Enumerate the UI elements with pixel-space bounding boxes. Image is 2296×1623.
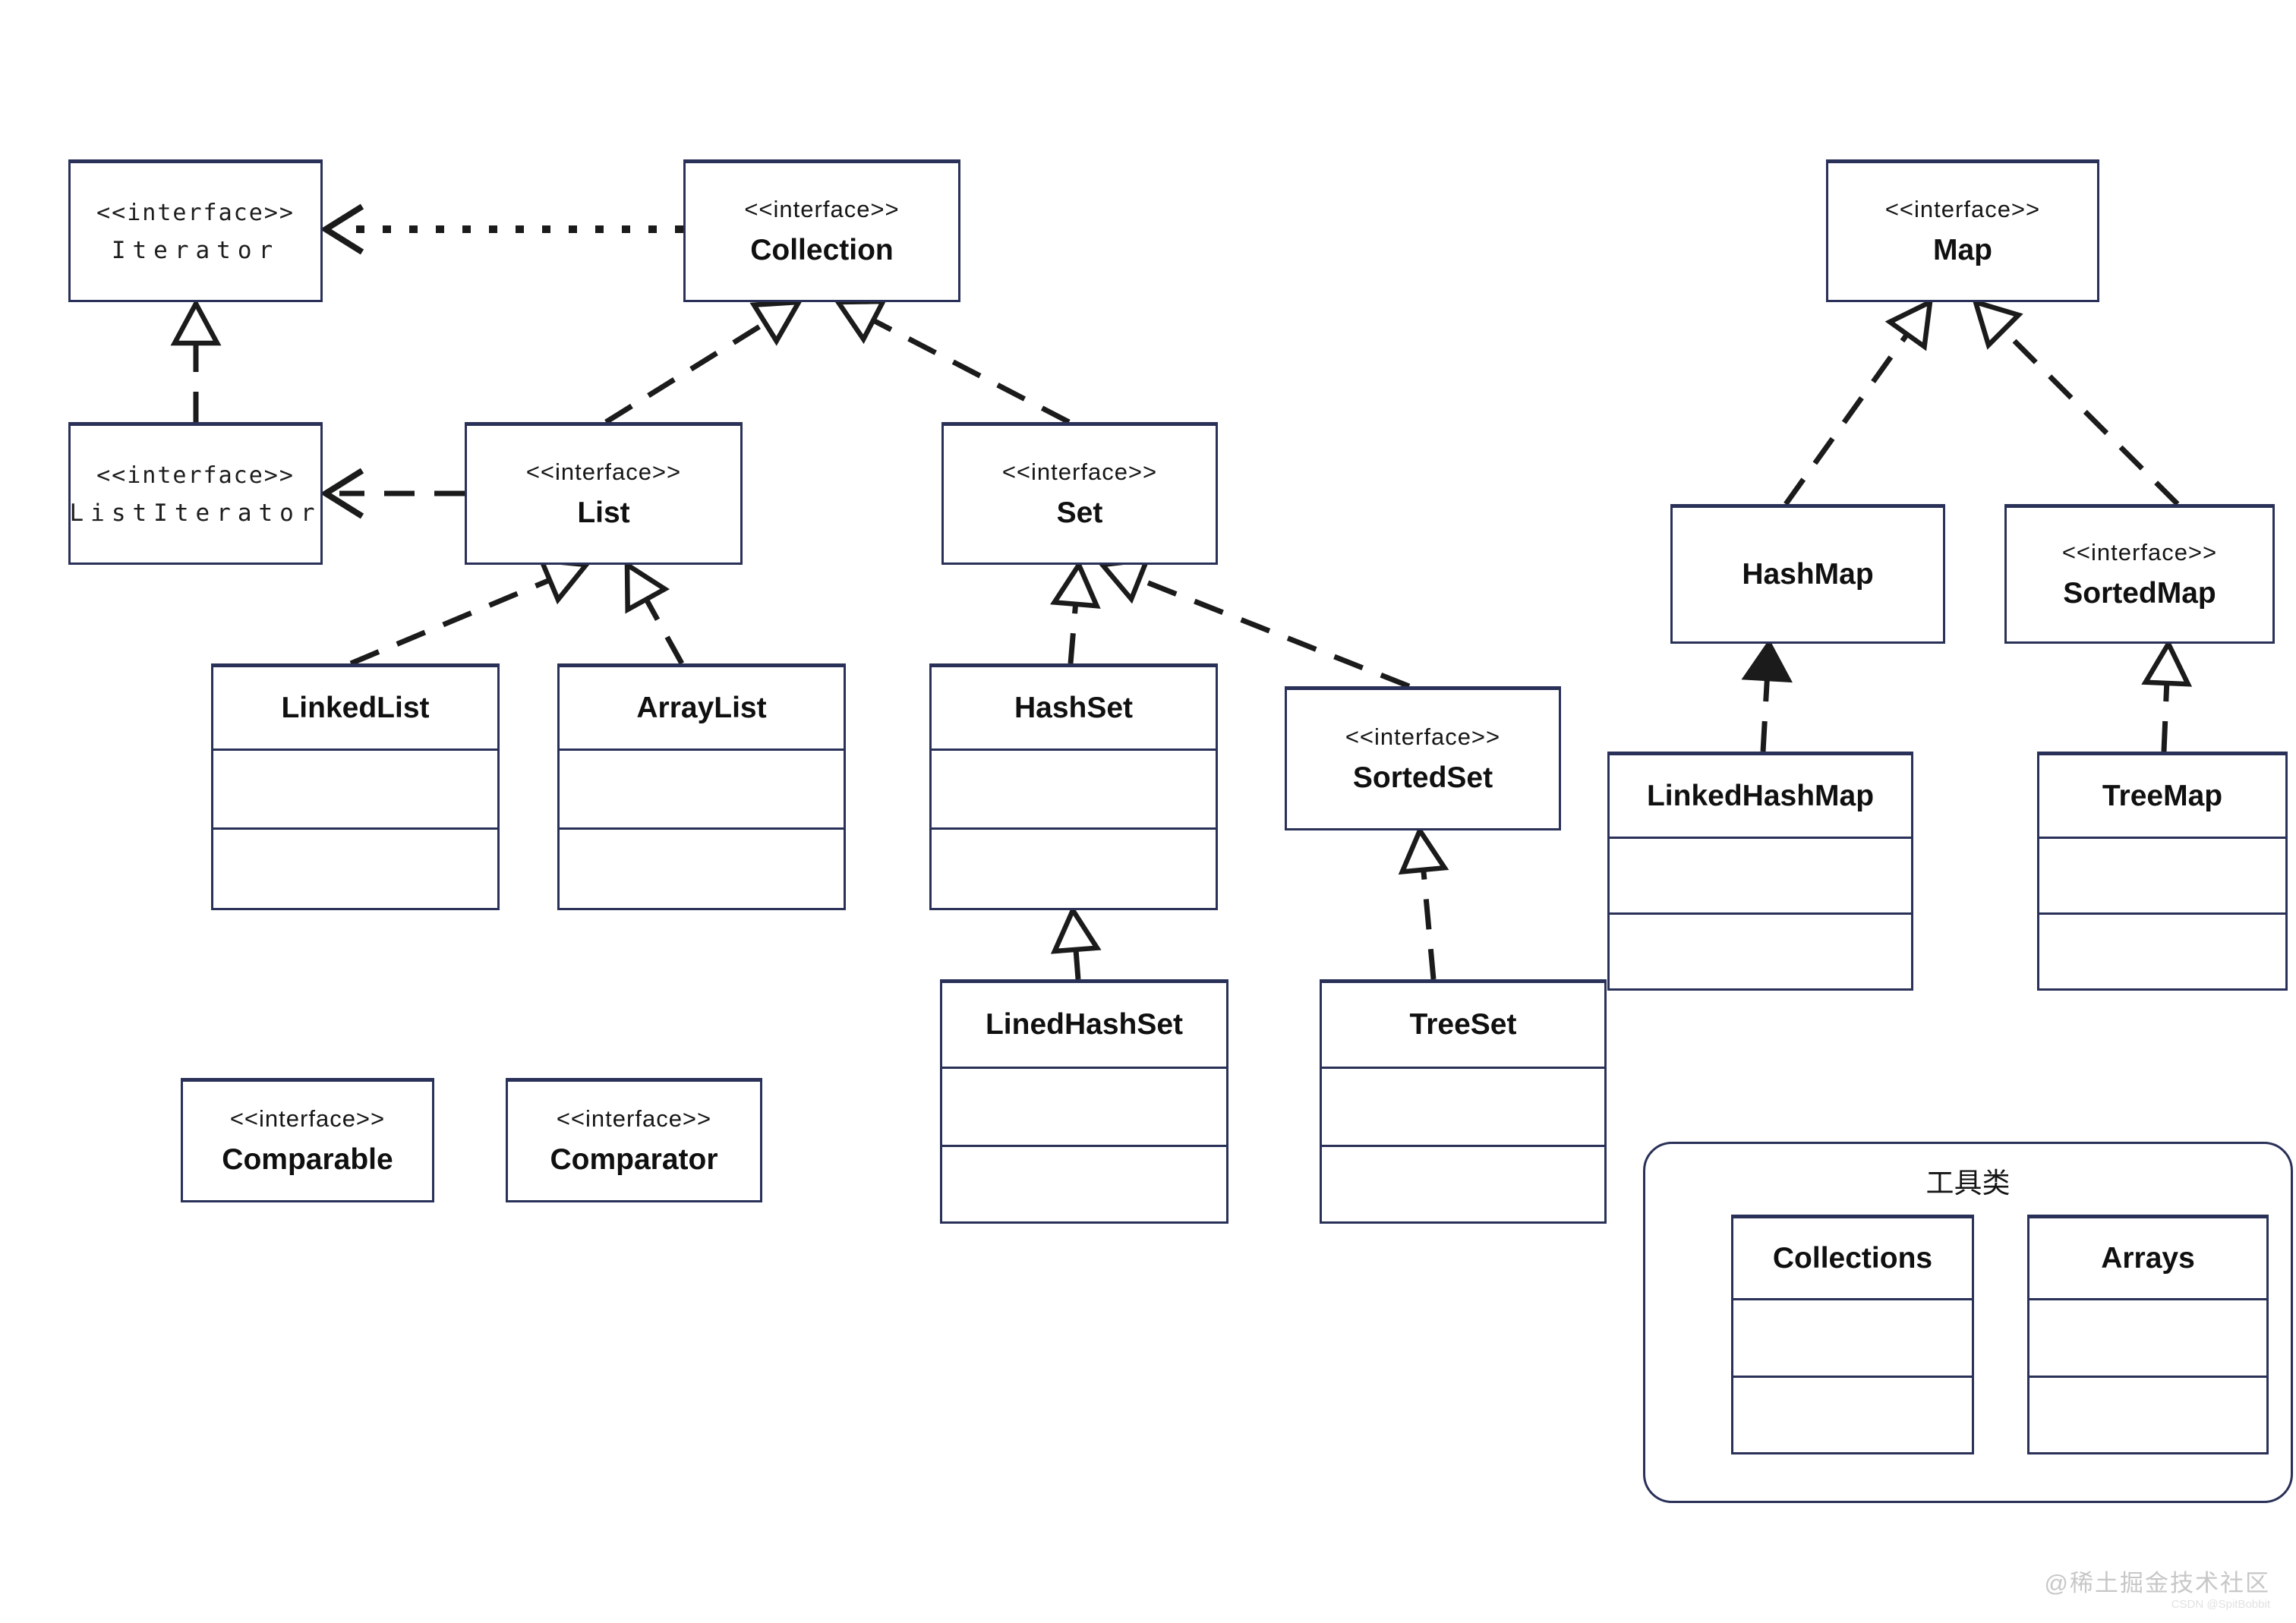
class-name: TreeSet [1409, 1008, 1517, 1041]
class-name: Collections [1772, 1241, 1933, 1275]
class-box-set: <<interface>> Set [941, 422, 1218, 565]
class-box-map: <<interface>> Map [1826, 159, 2099, 302]
methods-compartment [1733, 1376, 1972, 1452]
arrow-line [1073, 949, 1081, 980]
class-name: Map [1933, 234, 1992, 266]
class-box-iterator: <<interface>> Iterator [68, 159, 323, 302]
class-box-treemap: TreeMap [2037, 752, 2288, 991]
class-name: SortedSet [1352, 761, 1493, 794]
class-box-hashmap: HashMap [1670, 504, 1945, 644]
methods-compartment [942, 1145, 1226, 1221]
fields-compartment [1322, 1067, 1604, 1145]
class-box-treeset: TreeSet [1320, 979, 1607, 1224]
hollow-triangle-arrowhead [2141, 638, 2193, 687]
class-box-comparable: <<interface>> Comparable [181, 1078, 434, 1202]
class-box-collection: <<interface>> Collection [683, 159, 960, 302]
class-box-linkedlist: LinkedList [211, 663, 500, 910]
fields-compartment [1733, 1298, 1972, 1376]
class-box-linedhashset: LinedHashSet [940, 979, 1228, 1224]
arrow-line [1068, 604, 1079, 664]
class-name: LinkedList [281, 691, 430, 724]
hollow-triangle-arrowhead [749, 299, 803, 346]
fields-compartment [2039, 837, 2285, 912]
filled-arrowhead [1741, 638, 1793, 683]
watermark: @稀土掘金技术社区 CSDN @SpitBobbit [2045, 1571, 2270, 1611]
fields-compartment [1610, 837, 1911, 912]
class-name: LinkedHashMap [1646, 779, 1875, 812]
hollow-triangle-arrowhead [1884, 298, 1933, 351]
hollow-triangle-arrowhead [624, 560, 670, 614]
class-name: Set [1056, 496, 1103, 529]
arrow-line [2001, 328, 2180, 506]
arrow-line [1760, 678, 1770, 752]
class-name: ArrayList [636, 691, 767, 724]
methods-compartment [1610, 912, 1911, 988]
class-box-linkedhashmap: LinkedHashMap [1607, 752, 1913, 991]
class-name: Comparator [550, 1143, 718, 1176]
methods-compartment [2039, 912, 2285, 988]
class-box-list: <<interface>> List [465, 422, 743, 565]
class-name: List [577, 496, 630, 529]
stereotype-label: <<interface>> [229, 1105, 386, 1132]
stereotype-label: <<interface>> [96, 462, 295, 489]
class-box-sortedmap: <<interface>> SortedMap [2004, 504, 2275, 644]
class-name: Collection [750, 234, 894, 266]
hollow-triangle-arrowhead [1050, 559, 1101, 609]
fields-compartment [213, 748, 497, 827]
stereotype-label: <<interface>> [1001, 459, 1158, 485]
hollow-triangle-arrowhead [170, 298, 222, 346]
class-name: HashSet [1014, 691, 1134, 724]
class-box-comparator: <<interface>> Comparator [506, 1078, 762, 1202]
stereotype-label: <<interface>> [1345, 723, 1501, 750]
methods-compartment [932, 827, 1216, 908]
fields-compartment [932, 748, 1216, 827]
stereotype-label: <<interface>> [96, 199, 295, 226]
class-box-arrays: Arrays [2027, 1215, 2269, 1454]
methods-compartment [2030, 1376, 2266, 1452]
class-name: Arrays [2101, 1241, 2195, 1275]
arrow-line [1421, 869, 1437, 980]
class-name: SortedMap [2063, 577, 2216, 610]
class-name: Iterator [111, 236, 280, 264]
class-box-arraylist: ArrayList [557, 663, 846, 910]
class-name: ListIterator [69, 499, 322, 527]
fields-compartment [942, 1067, 1226, 1145]
open-arrowhead [320, 203, 364, 255]
hollow-triangle-arrowhead [1972, 298, 2023, 350]
arrow-line [644, 597, 685, 665]
class-box-hashset: HashSet [929, 663, 1218, 910]
hollow-triangle-arrowhead [1097, 556, 1151, 604]
class-box-listiterator: <<interface>> ListIterator [68, 422, 323, 565]
hollow-triangle-arrowhead [1050, 905, 1102, 954]
fields-compartment [560, 748, 844, 827]
class-name: LinedHashSet [985, 1008, 1184, 1041]
class-box-sortedset: <<interface>> SortedSet [1285, 686, 1561, 830]
watermark-sub-text: CSDN @SpitBobbit [2171, 1597, 2270, 1611]
open-arrowhead [320, 468, 364, 519]
watermark-main-text: @稀土掘金技术社区 [2044, 1570, 2270, 1597]
stereotype-label: <<interface>> [525, 459, 682, 485]
stereotype-label: <<interface>> [556, 1105, 712, 1132]
arrow-line [604, 320, 767, 424]
hollow-triangle-arrowhead [538, 557, 591, 605]
class-name: TreeMap [2102, 779, 2223, 812]
hollow-triangle-arrowhead [1398, 825, 1449, 875]
arrow-line [1784, 332, 1910, 506]
methods-compartment [560, 827, 844, 908]
methods-compartment [213, 827, 497, 908]
stereotype-label: <<interface>> [744, 196, 900, 222]
class-box-collections: Collections [1731, 1215, 1974, 1454]
class-name: Comparable [222, 1143, 393, 1176]
arrow-line [872, 317, 1071, 425]
arrow-line [2161, 682, 2170, 752]
fields-compartment [2030, 1298, 2266, 1376]
stereotype-label: <<interface>> [2061, 539, 2218, 566]
utility-group-title: 工具类 [1925, 1168, 2011, 1199]
methods-compartment [1322, 1145, 1604, 1221]
stereotype-label: <<interface>> [1884, 196, 2041, 222]
class-name: HashMap [1742, 558, 1874, 591]
arrow-line [349, 577, 551, 667]
